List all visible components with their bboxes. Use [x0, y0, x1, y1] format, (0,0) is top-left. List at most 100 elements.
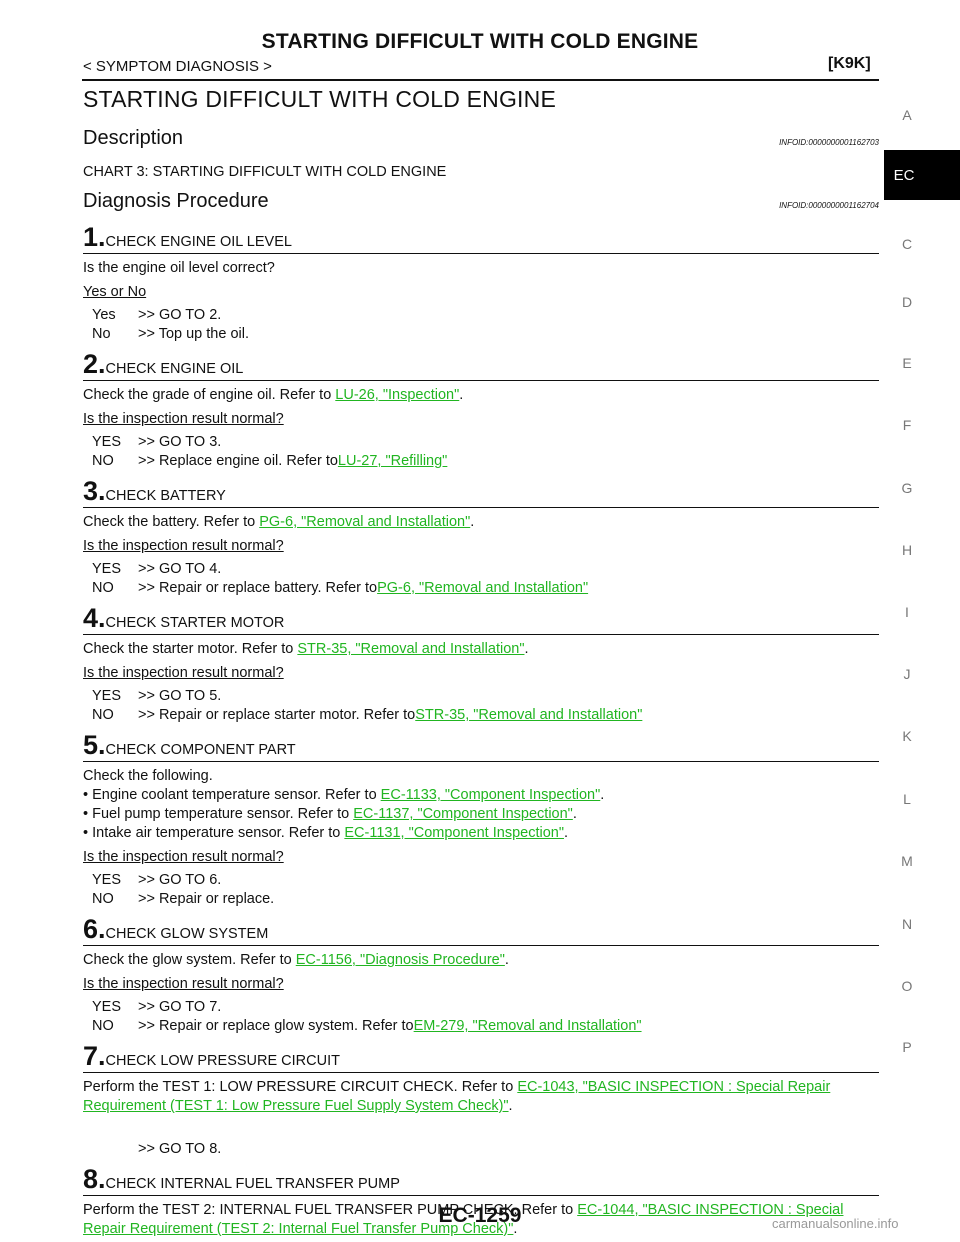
step-label: CHECK ENGINE OIL LEVEL: [105, 234, 292, 250]
main-content: STARTING DIFFICULT WITH COLD ENGINE Desc…: [83, 84, 879, 1239]
step-answers: >> GO TO 8.: [92, 1140, 879, 1159]
step-number: 5.: [83, 730, 106, 760]
bullet-item: • Engine coolant temperature sensor. Ref…: [83, 787, 605, 803]
page-number: EC-1259: [438, 1204, 522, 1227]
reference-link[interactable]: LU-27, "Refilling": [337, 453, 448, 469]
step-label: CHECK ENGINE OIL: [105, 361, 244, 377]
reference-link[interactable]: EC-1137, "Component Inspection": [353, 806, 573, 822]
step-question: Is the inspection result normal?: [83, 411, 284, 427]
reference-link[interactable]: EC-1044, "BASIC INSPECTION : Special Rep…: [83, 1202, 844, 1237]
step-header: 1. CHECK ENGINE OIL LEVEL: [83, 223, 879, 254]
answer-yes: Yes>> GO TO 2.: [92, 307, 222, 323]
spacer: [83, 1116, 879, 1134]
bullet-item: • Intake air temperature sensor. Refer t…: [83, 825, 569, 841]
step-answers: YES>> GO TO 5. NO>> Repair or replace st…: [92, 687, 879, 725]
side-index-active-tab[interactable]: EC: [884, 150, 960, 200]
header-title: STARTING DIFFICULT WITH COLD ENGINE: [261, 30, 699, 53]
step-number: 2.: [83, 349, 106, 379]
answer-yes: YES>> GO TO 5.: [92, 688, 222, 704]
step-6: 6. CHECK GLOW SYSTEM Check the glow syst…: [83, 915, 879, 1036]
step-question: Is the inspection result normal?: [83, 849, 284, 865]
reference-link[interactable]: PG-6, "Removal and Installation": [377, 580, 589, 596]
reference-link[interactable]: STR-35, "Removal and Installation": [297, 641, 525, 657]
side-index-e[interactable]: E: [902, 355, 912, 371]
reference-link[interactable]: EC-1043, "BASIC INSPECTION : Special Rep…: [83, 1079, 831, 1114]
procedure-title: Diagnosis Procedure: [83, 190, 269, 212]
step-5: 5. CHECK COMPONENT PART Check the follow…: [83, 731, 879, 909]
side-index-g[interactable]: G: [901, 480, 913, 496]
side-index-p[interactable]: P: [902, 1039, 912, 1055]
side-index-j[interactable]: J: [903, 666, 911, 682]
step-text: Check the following. • Engine coolant te…: [83, 767, 879, 843]
step-8: 8. CHECK INTERNAL FUEL TRANSFER PUMP Per…: [83, 1165, 879, 1239]
step-question: Is the inspection result normal?: [83, 538, 284, 554]
reference-link[interactable]: PG-6, "Removal and Installation": [259, 514, 471, 530]
step-label: CHECK COMPONENT PART: [105, 742, 296, 758]
model-code: [K9K]: [828, 55, 871, 72]
step-answers: YES>> GO TO 6. NO>> Repair or replace.: [92, 871, 879, 909]
side-index-h[interactable]: H: [901, 542, 913, 558]
side-index-a[interactable]: A: [902, 107, 912, 123]
step-text: Check the grade of engine oil. Refer to …: [83, 387, 464, 403]
step-7: 7. CHECK LOW PRESSURE CIRCUIT Perform th…: [83, 1042, 879, 1159]
reference-link[interactable]: LU-26, "Inspection": [335, 387, 460, 403]
description-title: Description: [83, 127, 184, 149]
reference-link[interactable]: EC-1156, "Diagnosis Procedure": [295, 952, 505, 968]
answer-no: NO>> Repair or replace battery. Refer to…: [92, 580, 589, 596]
answer-yes: YES>> GO TO 3.: [92, 434, 222, 450]
step-number: 3.: [83, 476, 106, 506]
answer-goto: >> GO TO 8.: [138, 1141, 222, 1157]
answer-no: NO>> Repair or replace.: [92, 891, 275, 907]
step-1: 1. CHECK ENGINE OIL LEVEL Is the engine …: [83, 223, 879, 344]
step-answers: Yes>> GO TO 2. No>> Top up the oil.: [92, 306, 879, 344]
answer-no: NO>> Repair or replace starter motor. Re…: [92, 707, 643, 723]
reference-link[interactable]: EC-1133, "Component Inspection": [380, 787, 601, 803]
side-index-m[interactable]: M: [901, 853, 913, 869]
breadcrumb: < SYMPTOM DIAGNOSIS >: [83, 58, 272, 75]
step-header: 5. CHECK COMPONENT PART: [83, 731, 879, 762]
step-answers: YES>> GO TO 3. NO>> Replace engine oil. …: [92, 433, 879, 471]
step-number: 8.: [83, 1164, 106, 1194]
step-label: CHECK LOW PRESSURE CIRCUIT: [105, 1053, 340, 1069]
watermark: carmanualsonline.info: [772, 1216, 899, 1231]
step-text: Perform the TEST 1: LOW PRESSURE CIRCUIT…: [83, 1079, 831, 1114]
reference-link[interactable]: EC-1131, "Component Inspection": [344, 825, 564, 841]
step-number: 1.: [83, 222, 106, 252]
step-number: 6.: [83, 914, 106, 944]
answer-yes: YES>> GO TO 4.: [92, 561, 222, 577]
step-header: 4. CHECK STARTER MOTOR: [83, 604, 879, 635]
reference-link[interactable]: STR-35, "Removal and Installation": [415, 707, 643, 723]
answer-yes: YES>> GO TO 7.: [92, 999, 222, 1015]
description-infoid: INFOID:0000000001162703: [779, 138, 879, 147]
side-index-f[interactable]: F: [902, 417, 912, 433]
step-2: 2. CHECK ENGINE OIL Check the grade of e…: [83, 350, 879, 471]
description-heading: Description INFOID:0000000001162703: [83, 127, 879, 150]
side-index-d[interactable]: D: [901, 294, 913, 310]
side-index-l[interactable]: L: [903, 791, 911, 807]
step-question: Yes or No: [83, 284, 147, 300]
step-text: Is the engine oil level correct?: [83, 260, 275, 276]
side-index-n[interactable]: N: [901, 916, 913, 932]
answer-yes: YES>> GO TO 6.: [92, 872, 222, 888]
step-text: Check the glow system. Refer to EC-1156,…: [83, 952, 509, 968]
bullet-item: • Fuel pump temperature sensor. Refer to…: [83, 806, 577, 822]
description-text: CHART 3: STARTING DIFFICULT WITH COLD EN…: [83, 164, 447, 180]
answer-no: No>> Top up the oil.: [92, 326, 249, 342]
step-label: CHECK INTERNAL FUEL TRANSFER PUMP: [105, 1176, 400, 1192]
step-3: 3. CHECK BATTERY Check the battery. Refe…: [83, 477, 879, 598]
side-index-o[interactable]: O: [901, 978, 913, 994]
step-header: 6. CHECK GLOW SYSTEM: [83, 915, 879, 946]
step-4: 4. CHECK STARTER MOTOR Check the starter…: [83, 604, 879, 725]
answer-no: NO>> Repair or replace glow system. Refe…: [92, 1018, 642, 1034]
step-label: CHECK STARTER MOTOR: [105, 615, 285, 631]
reference-link[interactable]: EM-279, "Removal and Installation": [413, 1018, 642, 1034]
answer-no: NO>> Replace engine oil. Refer to LU-27,…: [92, 453, 448, 469]
step-header: 3. CHECK BATTERY: [83, 477, 879, 508]
procedure-infoid: INFOID:0000000001162704: [779, 201, 879, 210]
side-index-k[interactable]: K: [902, 728, 912, 744]
header-rule: [82, 79, 879, 81]
side-index-i[interactable]: I: [905, 604, 909, 620]
step-question: Is the inspection result normal?: [83, 976, 284, 992]
side-index-c[interactable]: C: [901, 236, 913, 252]
step-text: Perform the TEST 2: INTERNAL FUEL TRANSF…: [83, 1202, 844, 1237]
